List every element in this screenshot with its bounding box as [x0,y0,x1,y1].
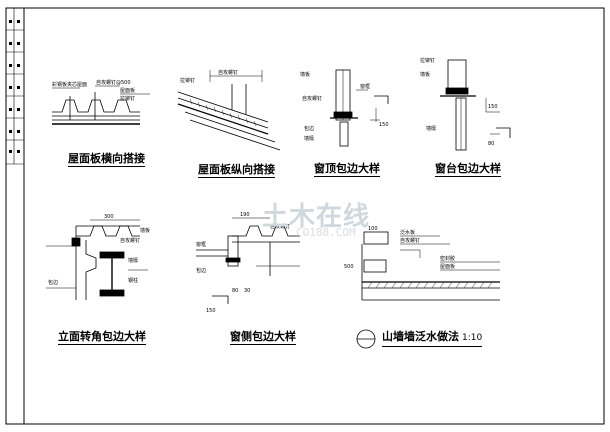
label-gf-1: 泛水板 [400,229,415,236]
dim-30: 30 [244,288,250,294]
roof-t-labels: 彩钢板夹芯屋面 自攻螺钉@500 屋面板 拉铆钉 [52,79,135,102]
label-ws-2: 墙板 [420,71,430,78]
label-wt-5: 窗框 [360,83,370,90]
label-ce-4: 钢柱 [128,277,138,284]
window-side-labels: 190 自攻螺钉 窗框 包边 80 30 150 [196,212,290,314]
detail-window-sill [440,59,511,151]
dim-80: 80 [488,141,494,147]
dim-500: 500 [344,264,354,270]
detail-corner-elevation [46,219,148,300]
label-gf-4: 屋面板 [440,263,455,270]
label-wt-4: 墙檩 [304,135,314,142]
label-wsd-2: 窗框 [196,241,206,248]
detail-roof-transverse [52,85,150,125]
gable-flashing-scale: 1:10 [462,333,483,343]
gable-flashing-title-text: 山墙墙泛水做法 [382,330,459,343]
title-roof-longitudinal: 屋面板纵向搭接 [198,163,275,178]
label-gf-3: 密封胶 [440,255,455,262]
dim-150-top: 150 [379,122,389,128]
watermark-url: CO188.COM [296,226,356,239]
drawing-frame [5,7,605,425]
dim-100: 100 [368,226,378,232]
label-roof-t-2: 自攻螺钉@500 [96,79,131,86]
label-ws-3: 墙檩 [426,125,436,132]
dim-300: 300 [104,214,114,220]
title-block-marks [9,20,20,153]
dim-80-side: 80 [232,288,238,294]
label-ws-1: 拉铆钉 [420,57,435,64]
roof-l-hatch [189,98,257,127]
label-ce-1: 自攻螺钉 [120,237,140,244]
watermark-text: 土木在线 [262,202,371,232]
gable-labels: 100 泛水板 自攻螺钉 密封胶 屋面板 500 [344,226,455,270]
label-wt-2: 自攻螺钉 [302,95,322,102]
label-wsd-1: 自攻螺钉 [270,223,290,230]
dim-150-sill: 150 [488,104,498,110]
title-window-top: 窗顶包边大样 [314,162,380,177]
title-corner-elevation: 立面转角包边大样 [58,330,146,345]
roof-l-labels: 拉铆钉 自攻螺钉 [180,69,238,84]
detail-gable-flashing [361,231,500,301]
label-roof-t-4: 拉铆钉 [120,95,135,102]
label-roof-l-2: 自攻螺钉 [218,69,238,76]
window-sill-labels: 拉铆钉 墙板 墙檩 150 80 [420,57,498,147]
label-roof-t-1: 彩钢板夹芯屋面 [52,81,87,88]
label-ce-5: 包边 [48,279,58,286]
detail-reference-symbol [356,329,376,349]
dim-150-side: 150 [206,308,216,314]
window-top-labels: 墙板 自攻螺钉 包边 墙檩 窗框 150 [300,71,389,142]
detail-window-top [330,69,389,147]
title-roof-transverse: 屋面板横向搭接 [68,152,145,167]
label-ce-3: 墙檩 [128,257,138,264]
title-window-sill: 窗台包边大样 [435,162,501,177]
label-ce-2: 墙板 [140,227,150,234]
gable-hatch [367,281,493,289]
dim-190: 190 [240,212,250,218]
label-gf-2: 自攻螺钉 [400,237,420,244]
label-roof-l-1: 拉铆钉 [180,77,195,84]
detail-window-side [196,217,300,304]
label-roof-t-3: 屋面板 [120,87,135,94]
label-wt-1: 墙板 [300,71,310,78]
label-wsd-3: 包边 [196,267,206,274]
label-wt-3: 包边 [304,125,314,132]
title-window-side: 窗侧包边大样 [230,330,296,345]
corner-labels: 300 自攻螺钉 墙板 墙檩 钢柱 包边 [48,214,150,286]
